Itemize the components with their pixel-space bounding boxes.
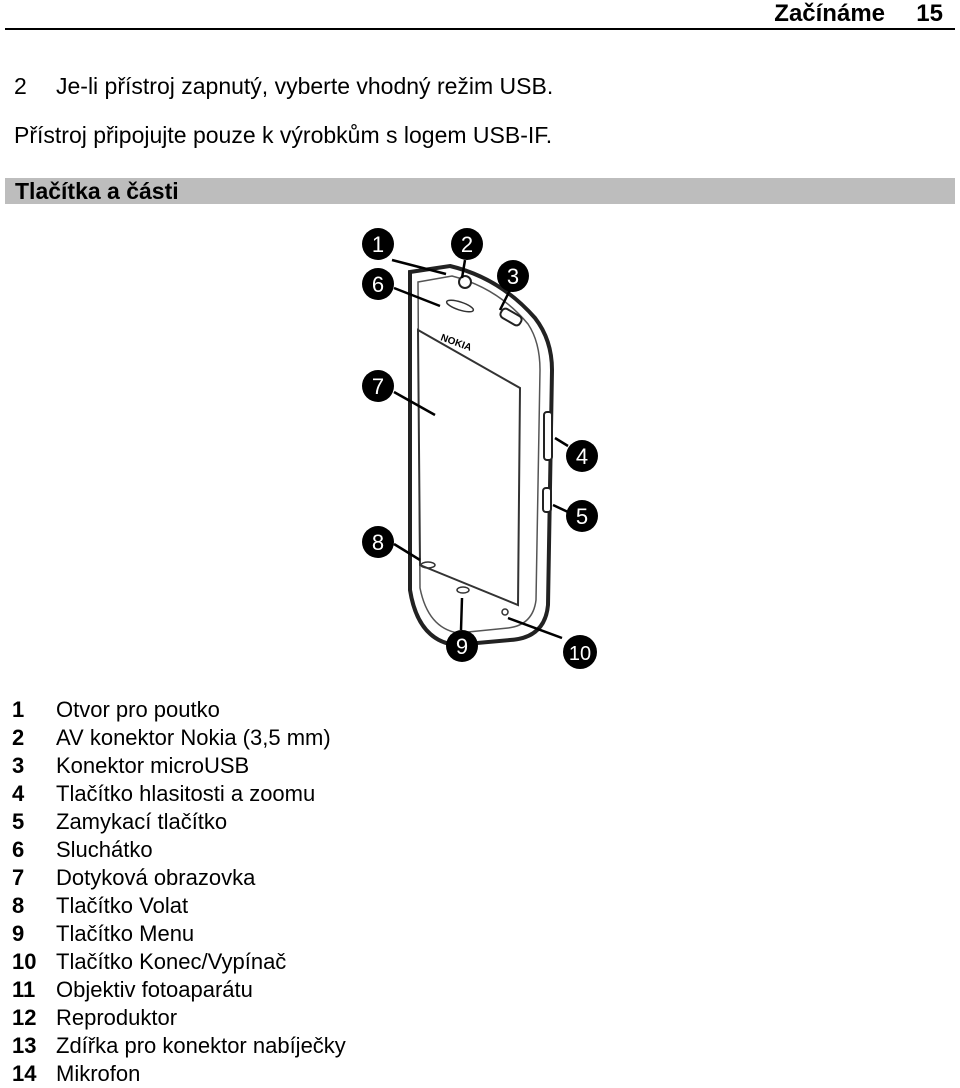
callout-8: 8 bbox=[362, 526, 394, 558]
legend-item: 13 Zdířka pro konektor nabíječky bbox=[12, 1032, 346, 1060]
legend-item: 1 Otvor pro poutko bbox=[12, 696, 346, 724]
callout-4: 4 bbox=[566, 440, 598, 472]
legend-number: 6 bbox=[12, 837, 25, 862]
svg-text:2: 2 bbox=[461, 232, 473, 257]
usb-note: Přístroj připojujte pouze k výrobkům s l… bbox=[14, 122, 553, 148]
legend-number: 3 bbox=[12, 753, 25, 778]
lock-key bbox=[542, 487, 552, 513]
svg-text:6: 6 bbox=[372, 272, 384, 297]
legend-number: 11 bbox=[12, 977, 36, 1002]
parts-legend: 1 Otvor pro poutko 2 AV konektor Nokia (3,… bbox=[12, 696, 346, 1088]
legend-item: 7 Dotyková obrazovka bbox=[12, 864, 346, 892]
page-header: Začínáme 15 bbox=[5, 0, 955, 30]
legend-number: 1 bbox=[12, 697, 25, 722]
menu-key bbox=[456, 586, 470, 594]
legend-number: 14 bbox=[12, 1061, 37, 1086]
svg-text:5: 5 bbox=[576, 504, 588, 529]
legend-label: Sluchátko bbox=[56, 837, 153, 862]
legend-item: 11 Objektiv fotoaparátu bbox=[12, 976, 346, 1004]
legend-label: Mikrofon bbox=[56, 1061, 141, 1086]
callout-10: 10 bbox=[563, 635, 597, 669]
legend-label: Tlačítko Volat bbox=[56, 893, 189, 918]
legend-number: 9 bbox=[12, 921, 25, 946]
legend-item: 3 Konektor microUSB bbox=[12, 752, 346, 780]
usb-connector bbox=[499, 307, 523, 327]
legend-item: 2 AV konektor Nokia (3,5 mm) bbox=[12, 724, 346, 752]
legend-label: Tlačítko Menu bbox=[56, 921, 195, 946]
av-connector bbox=[458, 275, 472, 289]
callout-2: 2 bbox=[451, 228, 483, 260]
leader-lines bbox=[391, 258, 569, 640]
svg-text:7: 7 bbox=[372, 374, 384, 399]
legend-label: Konektor microUSB bbox=[56, 753, 250, 778]
svg-text:4: 4 bbox=[576, 444, 588, 469]
legend-number: 12 bbox=[12, 1005, 37, 1030]
callout-3: 3 bbox=[497, 260, 529, 292]
section-heading: Tlačítka a části bbox=[15, 178, 179, 204]
legend-label: Zdířka pro konektor nabíječky bbox=[56, 1033, 346, 1058]
legend-label: Dotyková obrazovka bbox=[56, 865, 256, 890]
legend-number: 4 bbox=[12, 781, 25, 806]
legend-number: 10 bbox=[12, 949, 37, 974]
legend-label: Tlačítko Konec/Vypínač bbox=[56, 949, 287, 974]
svg-text:1: 1 bbox=[372, 232, 384, 257]
legend-item: 12 Reproduktor bbox=[12, 1004, 346, 1032]
legend-number: 5 bbox=[12, 809, 25, 834]
step-number: 2 bbox=[14, 73, 27, 99]
legend-number: 8 bbox=[12, 893, 25, 918]
callout-1: 1 bbox=[362, 228, 394, 260]
legend-label: AV konektor Nokia (3,5 mm) bbox=[56, 725, 331, 750]
phone-diagram: NOKIA 1 2 3 4 5 6 7 8 9 10 bbox=[362, 228, 598, 669]
svg-text:8: 8 bbox=[372, 530, 384, 555]
svg-text:9: 9 bbox=[456, 634, 468, 659]
legend-label: Objektiv fotoaparátu bbox=[56, 977, 253, 1002]
callout-5: 5 bbox=[566, 500, 598, 532]
page-number: 15 bbox=[916, 0, 943, 27]
step-text: Je-li přístroj zapnutý, vyberte vhodný r… bbox=[56, 73, 554, 99]
section-name: Začínáme bbox=[774, 0, 885, 27]
callout-9: 9 bbox=[446, 630, 478, 662]
legend-item: 14 Mikrofon bbox=[12, 1060, 346, 1088]
legend-number: 2 bbox=[12, 725, 25, 750]
callout-6: 6 bbox=[362, 268, 394, 300]
legend-label: Reproduktor bbox=[56, 1005, 178, 1030]
legend-item: 4 Tlačítko hlasitosti a zoomu bbox=[12, 780, 346, 808]
end-key bbox=[501, 608, 509, 616]
legend-item: 5 Zamykací tlačítko bbox=[12, 808, 346, 836]
volume-key bbox=[543, 411, 553, 461]
callout-7: 7 bbox=[362, 370, 394, 402]
step-item: 2 Je-li přístroj zapnutý, vyberte vhodný … bbox=[14, 72, 553, 100]
legend-item: 9 Tlačítko Menu bbox=[12, 920, 346, 948]
legend-label: Otvor pro poutko bbox=[56, 697, 220, 722]
legend-label: Zamykací tlačítko bbox=[56, 809, 228, 834]
legend-item: 10 Tlačítko Konec/Vypínač bbox=[12, 948, 346, 976]
section-heading-bar: Tlačítka a části bbox=[5, 178, 955, 204]
legend-item: 6 Sluchátko bbox=[12, 836, 346, 864]
touch-screen bbox=[416, 328, 522, 607]
svg-text:3: 3 bbox=[507, 264, 519, 289]
call-key bbox=[420, 561, 436, 569]
legend-number: 13 bbox=[12, 1033, 37, 1058]
svg-text:10: 10 bbox=[569, 643, 591, 665]
legend-number: 7 bbox=[12, 865, 25, 890]
earpiece bbox=[445, 299, 475, 313]
legend-item: 8 Tlačítko Volat bbox=[12, 892, 346, 920]
legend-label: Tlačítko hlasitosti a zoomu bbox=[56, 781, 316, 806]
